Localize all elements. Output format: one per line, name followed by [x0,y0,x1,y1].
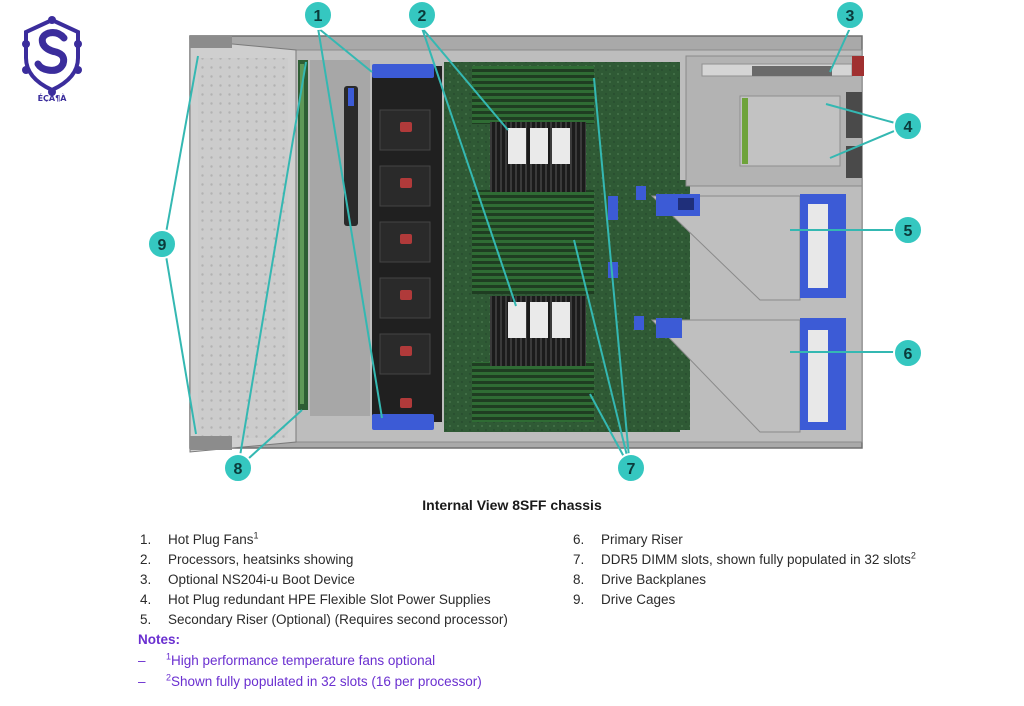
cable-tray [310,60,370,416]
note-item: – 2Shown fully populated in 32 slots (16 … [138,671,482,692]
fan-bank [372,64,442,430]
legend-text: Secondary Riser (Optional) (Requires sec… [168,612,508,627]
callout-8-label: 8 [234,461,243,478]
legend-number: 8. [573,572,585,587]
callout-4-label: 4 [904,119,913,136]
legend-left-column: 1. Hot Plug Fans1 2. Processors, heatsinks… [140,530,508,630]
secondary-riser [650,194,846,301]
callout-6-label: 6 [904,346,913,363]
callout-6: 6 [893,338,923,368]
legend-number: 4. [140,592,152,607]
callout-2-label: 2 [418,8,427,25]
legend-text: Drive Cages [601,592,676,607]
callout-1-label: 1 [314,8,323,25]
note-dash: – [138,674,146,689]
legend-number: 7. [573,552,585,567]
power-supplies [685,55,864,187]
note-item: – 1High performance temperature fans opti… [138,650,482,671]
notes-heading: Notes: [138,632,181,647]
legend-item: 3. Optional NS204i-u Boot Device [140,570,508,590]
legend-item: 6. Primary Riser [573,530,916,550]
legend-right-column: 6. Primary Riser 7. DDR5 DIMM slots, shown… [573,530,916,610]
legend-number: 3. [140,572,152,587]
footnote-marker: 1 [166,651,172,662]
callout-1: 1 [303,0,333,30]
note-dash: – [138,653,146,668]
callout-7: 7 [616,453,646,483]
callout-9: 9 [147,229,177,259]
callout-4: 4 [893,111,923,141]
drive-backplane [298,60,308,410]
legend-item: 5. Secondary Riser (Optional) (Requires s… [140,610,508,630]
server-chassis-diagram: 1 2 3 4 5 6 7 8 9 [147,0,923,483]
notes-section: Notes: – 1High performance temperature fa… [138,630,482,692]
legend-number: 2. [140,552,152,567]
legend-number: 9. [573,592,585,607]
callout-3-label: 3 [846,8,855,25]
callout-5-label: 5 [904,223,913,240]
legend-text: Primary Riser [601,532,683,547]
note-text: Shown fully populated in 32 slots (16 pe… [171,674,482,689]
callout-8: 8 [223,453,253,483]
boot-device [752,66,832,76]
heatsink-1 [490,122,586,192]
legend-text: Drive Backplanes [601,572,707,587]
drive-cage [189,36,297,453]
legend-text: Optional NS204i-u Boot Device [168,572,355,587]
shield-s-logo-icon [22,16,82,96]
legend-item: 7. DDR5 DIMM slots, shown fully populated… [573,550,916,570]
legend-item: 8. Drive Backplanes [573,570,916,590]
logo: ÉÇÀ¶À [22,16,82,102]
legend-text: Hot Plug redundant HPE Flexible Slot Pow… [168,592,491,607]
legend-item: 9. Drive Cages [573,590,916,610]
legend-number: 1. [140,532,152,547]
legend-text: Processors, heatsinks showing [168,552,354,567]
callout-9-label: 9 [158,237,167,254]
legend-number: 6. [573,532,585,547]
callout-3: 3 [835,0,865,30]
logo-text: ÉÇÀ¶À [38,92,68,102]
callout-5: 5 [893,215,923,245]
figure-title: Internal View 8SFF chassis [422,497,602,513]
legend-item: 1. Hot Plug Fans1 [140,530,508,550]
callout-2: 2 [407,0,437,30]
footnote-marker: 2 [910,550,916,561]
legend-text: DDR5 DIMM slots, shown fully populated i… [601,552,911,567]
legend-item: 2. Processors, heatsinks showing [140,550,508,570]
processor-heatsinks [490,122,586,366]
legend-text: Hot Plug Fans [168,532,254,547]
callout-leader-lines [163,27,907,469]
legend-item: 4. Hot Plug redundant HPE Flexible Slot P… [140,590,508,610]
heatsink-2 [490,296,586,366]
note-text: High performance temperature fans option… [171,653,436,668]
footnote-marker: 1 [253,530,259,541]
footnote-marker: 2 [166,672,172,683]
legend-number: 5. [140,612,152,627]
callout-7-label: 7 [627,461,636,478]
